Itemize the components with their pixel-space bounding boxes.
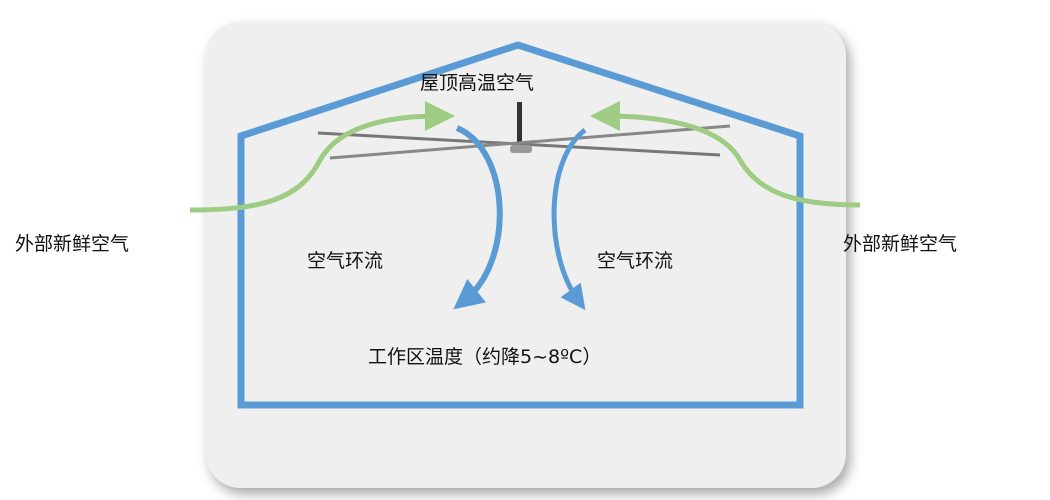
fresh-air-label-left: 外部新鲜空气 — [15, 233, 130, 255]
circulation-label-right: 空气环流 — [597, 250, 674, 272]
ceiling-fan — [317, 102, 731, 160]
fresh-air-arrow-left — [189, 101, 455, 213]
work-zone-temp-label: 工作区温度（约降5~8ºC） — [368, 346, 602, 368]
house-outline — [237, 41, 804, 409]
circulation-arrow-left — [453, 125, 503, 310]
circulation-arrow-right — [551, 128, 587, 311]
circulation-label-left: 空气环流 — [307, 250, 384, 272]
roof-hot-air-label: 屋顶高温空气 — [420, 72, 535, 94]
fresh-air-label-right: 外部新鲜空气 — [843, 233, 958, 255]
diagram-card — [206, 22, 846, 488]
fresh-air-arrow-right — [590, 101, 861, 208]
